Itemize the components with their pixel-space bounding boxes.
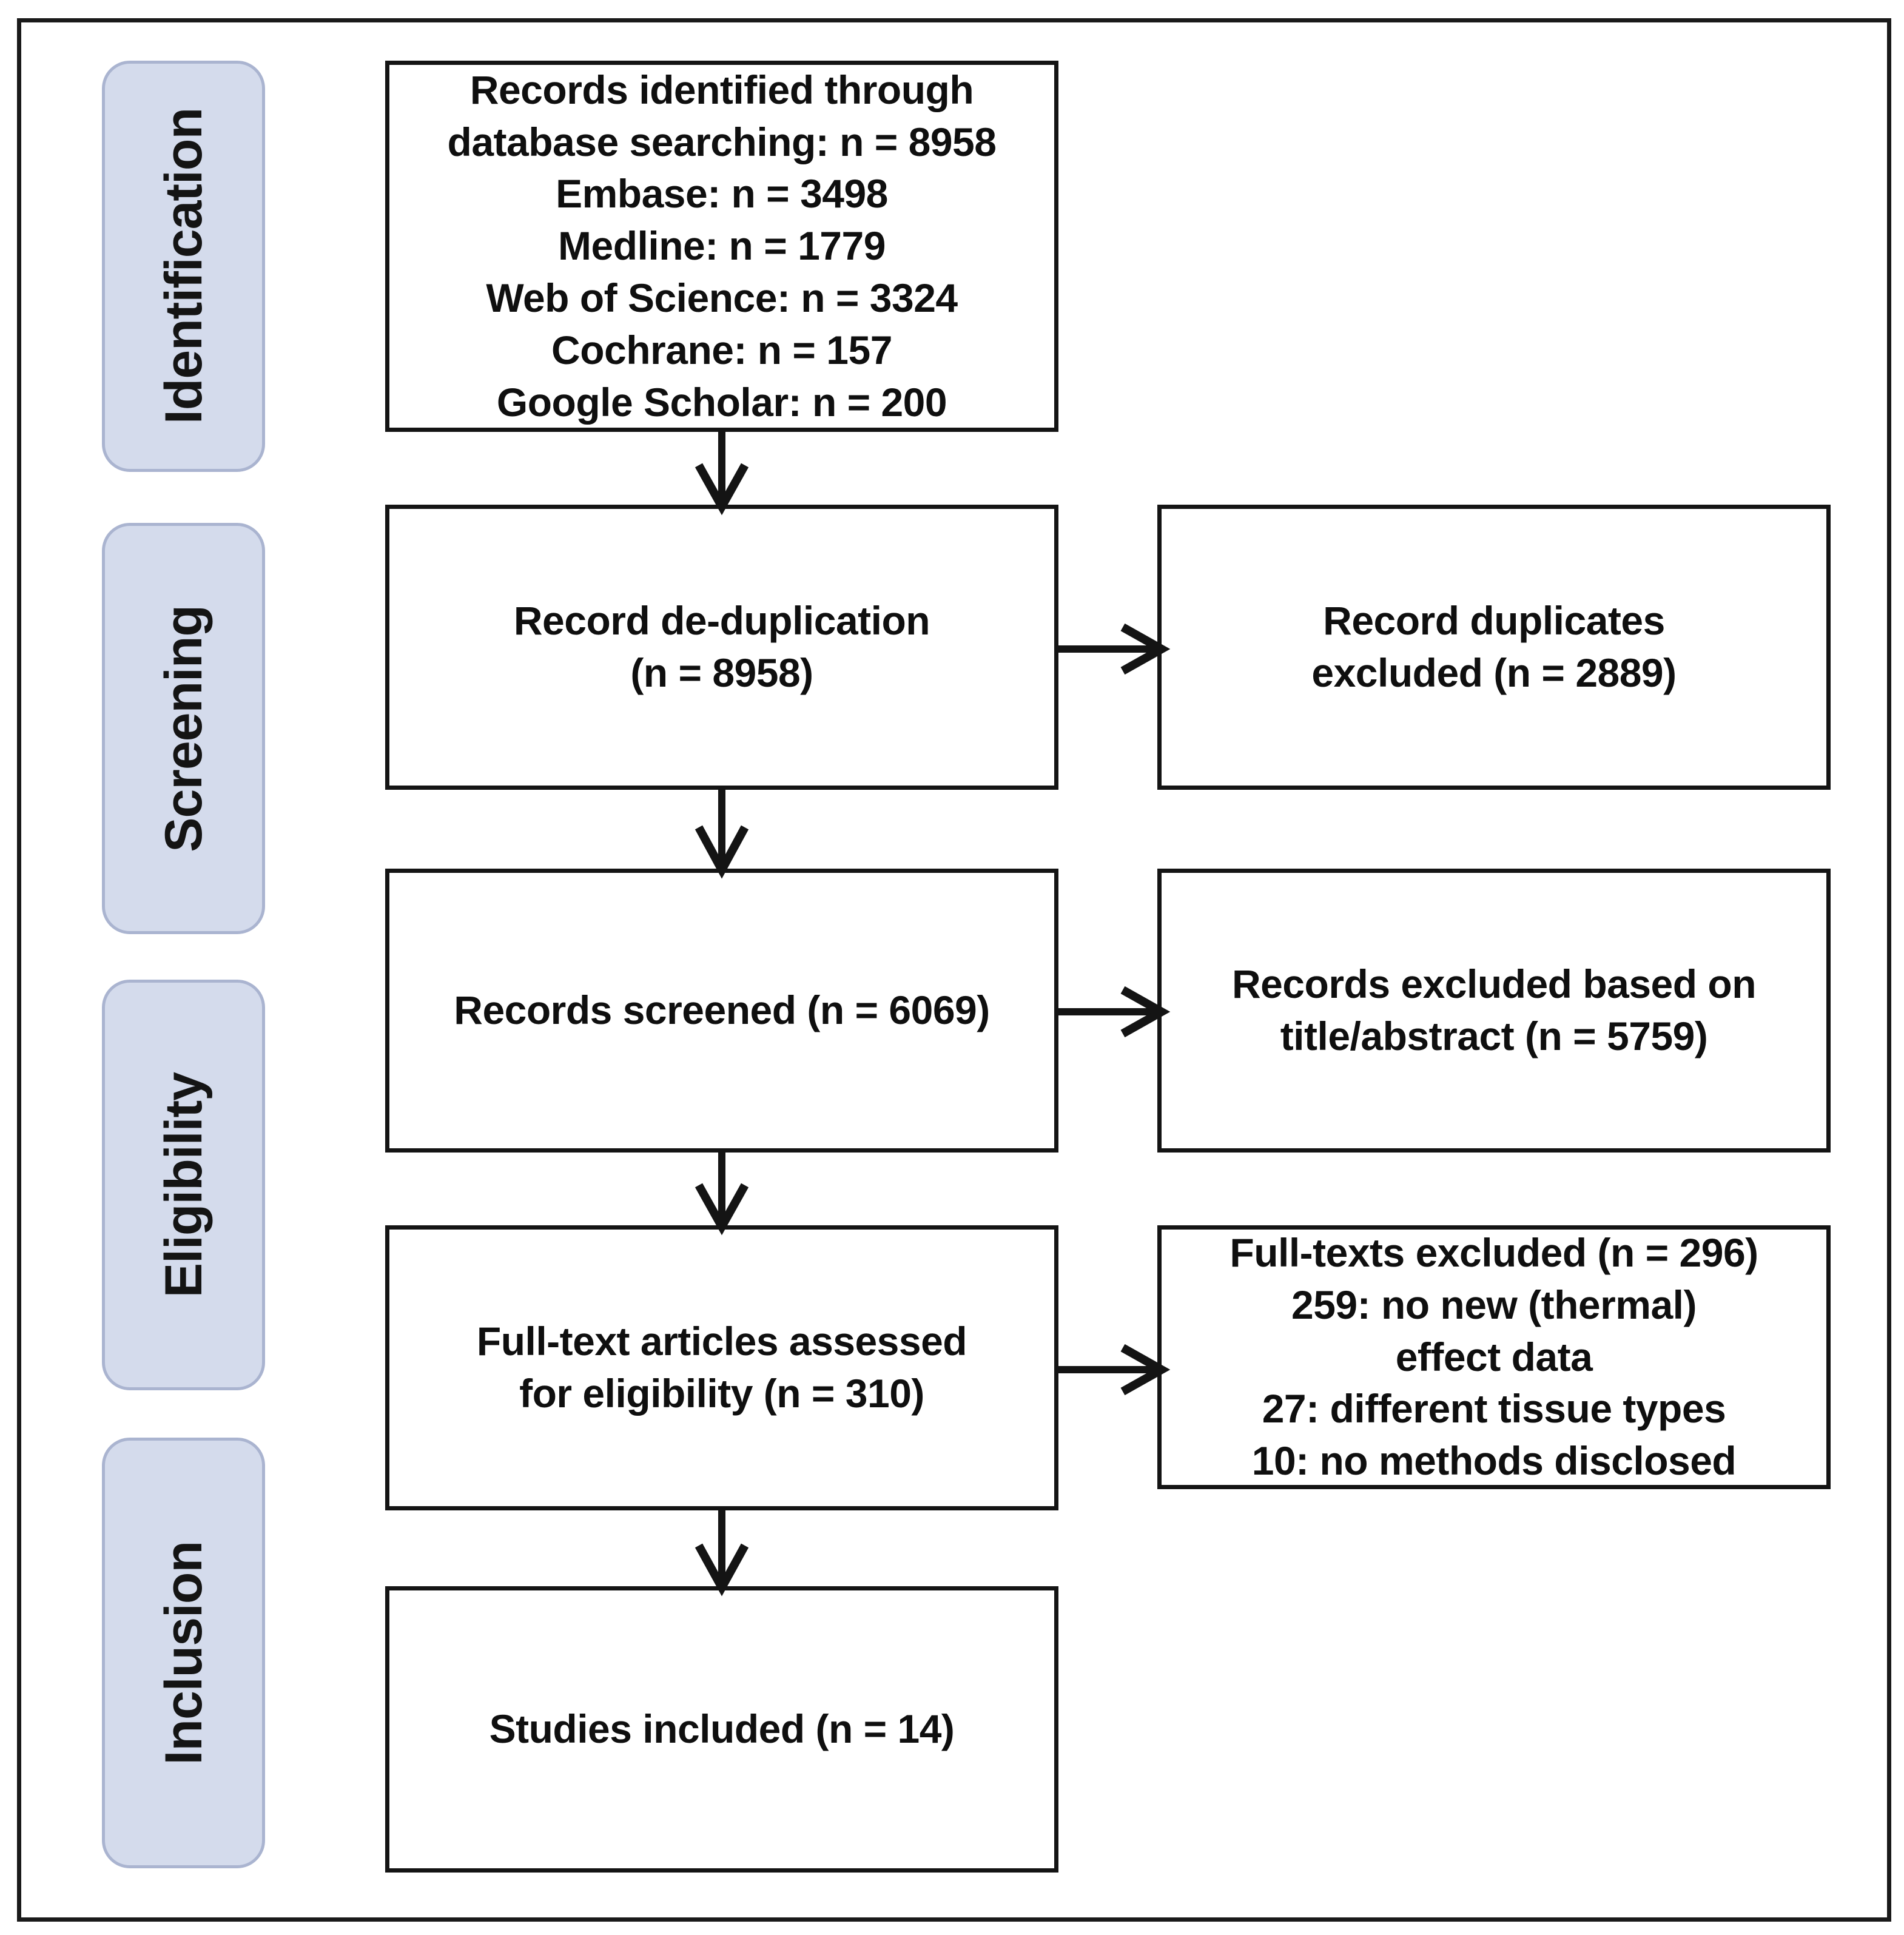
box-records-screened: Records screened (n = 6069) bbox=[385, 869, 1058, 1153]
box-record-deduplication-text: Record de-duplication (n = 8958) bbox=[513, 598, 930, 695]
stage-pill-inclusion: Inclusion bbox=[102, 1438, 265, 1868]
box-full-texts-excluded: Full-texts excluded (n = 296) 259: no ne… bbox=[1157, 1225, 1831, 1489]
box-record-duplicates-excluded: Record duplicates excluded (n = 2889) bbox=[1157, 505, 1831, 790]
stage-label-eligibility: Eligibility bbox=[154, 1072, 213, 1298]
arrow-full-text-to-included bbox=[695, 1507, 749, 1597]
box-studies-included: Studies included (n = 14) bbox=[385, 1586, 1058, 1873]
box-record-deduplication: Record de-duplication (n = 8958) bbox=[385, 505, 1058, 790]
stage-label-screening: Screening bbox=[154, 605, 213, 852]
stage-pill-screening: Screening bbox=[102, 523, 265, 934]
arrow-identified-to-deduplication bbox=[695, 428, 749, 516]
box-full-text-assessed-text: Full-text articles assessed for eligibil… bbox=[476, 1319, 967, 1416]
stage-pill-eligibility: Eligibility bbox=[102, 980, 265, 1390]
box-records-screened-text: Records screened (n = 6069) bbox=[454, 988, 990, 1033]
arrow-full-text-to-full-texts-excluded bbox=[1055, 1344, 1171, 1396]
box-record-duplicates-excluded-text: Record duplicates excluded (n = 2889) bbox=[1311, 598, 1677, 695]
box-full-text-assessed: Full-text articles assessed for eligibil… bbox=[385, 1225, 1058, 1510]
stage-label-identification: Identification bbox=[154, 108, 213, 425]
box-studies-included-text: Studies included (n = 14) bbox=[489, 1706, 955, 1752]
arrow-screened-to-full-text bbox=[695, 1149, 749, 1236]
box-full-texts-excluded-text: Full-texts excluded (n = 296) 259: no ne… bbox=[1230, 1230, 1758, 1484]
box-records-identified: Records identified through database sear… bbox=[385, 61, 1058, 432]
box-records-identified-text: Records identified through database sear… bbox=[447, 67, 997, 425]
arrow-screened-to-excluded-title-abstract bbox=[1055, 986, 1171, 1038]
arrow-deduplication-to-screened bbox=[695, 786, 749, 879]
box-records-excluded-title-abstract-text: Records excluded based on title/abstract… bbox=[1231, 961, 1757, 1058]
stage-pill-identification: Identification bbox=[102, 61, 265, 472]
stage-label-inclusion: Inclusion bbox=[154, 1541, 213, 1765]
arrow-deduplication-to-duplicates-excluded bbox=[1055, 623, 1171, 675]
box-records-excluded-title-abstract: Records excluded based on title/abstract… bbox=[1157, 869, 1831, 1153]
